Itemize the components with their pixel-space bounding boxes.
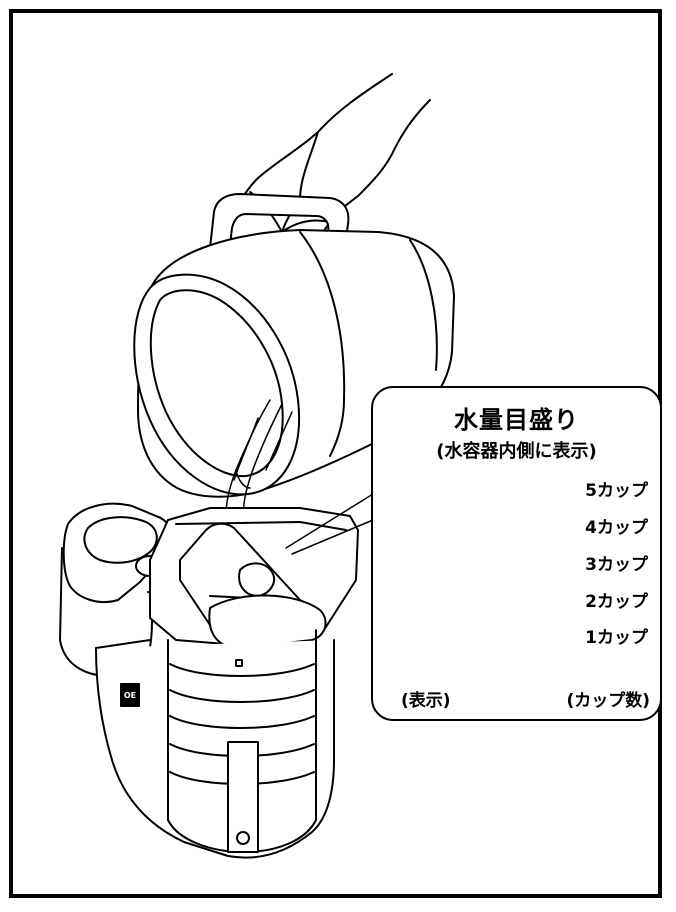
callout-leader <box>285 493 374 555</box>
level-label-3: 3カップ <box>585 555 648 575</box>
coffee-maker-body <box>95 507 359 859</box>
callout-subtitle: (水容器内側に表示) <box>436 441 597 462</box>
footer-display-label: (表示) <box>401 691 451 711</box>
level-label-5: 5カップ <box>585 481 648 501</box>
callout-title: 水量目盛り <box>454 406 579 434</box>
water-level-callout: 水量目盛り (水容器内側に表示) 5カップ 4カップ 3カップ 2カップ 1カッ… <box>371 386 662 721</box>
footer-cups-label: (カップ数) <box>566 691 650 711</box>
level-label-2: 2カップ <box>585 592 648 612</box>
device-badge: OE <box>123 691 137 700</box>
level-label-4: 4カップ <box>585 518 648 538</box>
level-label-1: 1カップ <box>585 628 648 648</box>
